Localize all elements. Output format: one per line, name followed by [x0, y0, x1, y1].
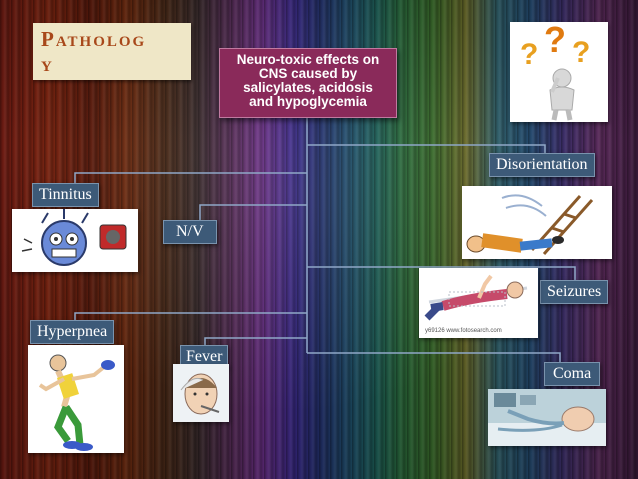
central-concept-box: Neuro-toxic effects on CNS caused by sal… [219, 48, 397, 118]
exhausted-runner-icon [28, 345, 124, 453]
branch-tinnitus [75, 173, 307, 185]
slide-title: Patholog y [33, 23, 191, 80]
svg-text:?: ? [572, 36, 590, 69]
svg-text:?: ? [544, 22, 566, 60]
central-line-4: and hypoglycemia [220, 95, 396, 109]
question-person-icon: ? ? ? [510, 22, 608, 122]
branch-hyperpnea [75, 313, 307, 320]
central-line-3: salicylates, acidosis [220, 81, 396, 95]
lying-person-icon: y69126 www.fotosearch.com [419, 268, 538, 338]
node-disorientation: Disorientation [489, 153, 595, 177]
central-line-2: CNS caused by [220, 67, 396, 81]
falling-ladder-person-icon [462, 186, 612, 259]
central-line-1: Neuro-toxic effects on [220, 53, 396, 67]
dizzy-face-icon [12, 209, 138, 272]
node-hyperpnea: Hyperpnea [30, 320, 114, 344]
ventilated-patient-icon [488, 389, 606, 446]
node-tinnitus: Tinnitus [32, 183, 99, 207]
node-coma: Coma [544, 362, 600, 386]
title-line-2: y [41, 52, 183, 77]
seizure-watermark: y69126 www.fotosearch.com [425, 328, 502, 334]
svg-text:?: ? [520, 38, 538, 71]
branch-coma [307, 353, 560, 362]
node-nv: N/V [163, 220, 217, 244]
branch-nv [200, 205, 307, 220]
node-seizures: Seizures [540, 280, 608, 304]
branch-fever [205, 338, 307, 345]
branch-disorientation [307, 145, 545, 153]
title-line-1: Patholog [41, 27, 183, 52]
thermometer-head-icon [173, 364, 229, 422]
